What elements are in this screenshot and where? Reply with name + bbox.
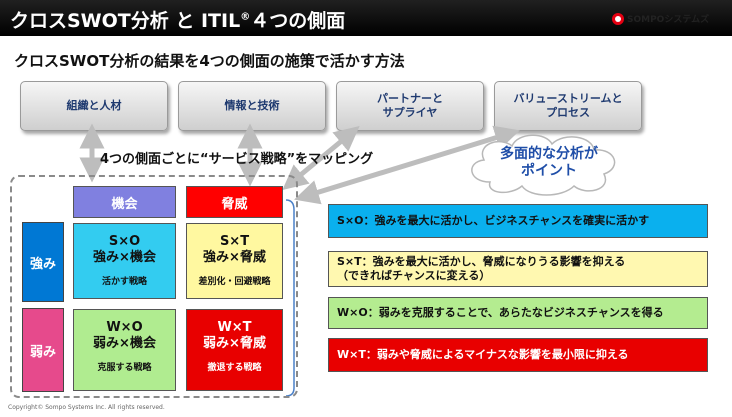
cell-st: S×T 強み×脅威 差別化・回避戦略 <box>186 223 283 299</box>
cell-wt-strategy: 撤退する戦略 <box>207 363 262 373</box>
cloud-callout-text: 多面的な分析が ポイント <box>500 146 598 179</box>
row-header-weakness: 弱み <box>22 308 64 392</box>
cell-wt-name: 弱み×脅威 <box>203 336 266 351</box>
copyright-text: Copyright© Sompo Systems Inc. All rights… <box>8 404 165 411</box>
slide-subtitle: クロスSWOT分析の結果を4つの側面の施策で活かす方法 <box>14 52 405 70</box>
double-arrow-value <box>294 125 520 205</box>
page-title: クロスSWOT分析 と ITIL®４つの側面 <box>10 10 346 32</box>
registered-mark: ® <box>240 11 251 23</box>
aspect-organizations-people: 組織と人材 <box>20 81 168 131</box>
col-header-opportunity: 機会 <box>73 186 176 218</box>
callout-st: S×T：強みを最大に活かし、脅威になりうる影響を抑える （できればチャンスに変え… <box>328 251 708 287</box>
cell-so-strategy: 活かす戦略 <box>101 277 147 287</box>
cell-so: S×O 強み×機会 活かす戦略 <box>73 223 176 299</box>
sompo-logo-icon <box>612 12 624 25</box>
title-bar <box>0 0 732 36</box>
aspect-information-technology: 情報と技術 <box>178 81 326 131</box>
cell-wo-code: W×O <box>106 320 143 335</box>
cell-wo-strategy: 克服する戦略 <box>97 363 152 373</box>
cloud-shape <box>471 134 616 196</box>
callout-wt: W×T：弱みや脅威によるマイナスな影響を最小限に抑える <box>328 338 708 372</box>
aspect-value-streams-processes: バリューストリームと プロセス <box>494 81 642 131</box>
row-header-strength: 強み <box>22 222 64 302</box>
cell-wo-name: 弱み×機会 <box>93 336 156 351</box>
cell-st-strategy: 差別化・回避戦略 <box>198 277 271 287</box>
callout-wo: W×O：弱みを克服することで、あらたなビジネスチャンスを得る <box>328 297 708 329</box>
mapping-label: 4つの側面ごとに“サービス戦略”をマッピング <box>100 152 374 167</box>
cell-wt-code: W×T <box>217 320 252 335</box>
cell-wo: W×O 弱み×機会 克服する戦略 <box>73 309 176 391</box>
cell-st-code: S×T <box>219 234 250 249</box>
logo-text: SOMPOシステムズ <box>627 15 710 25</box>
cell-so-name: 強み×機会 <box>93 250 156 265</box>
aspect-partners-suppliers: パートナーと サプライヤ <box>336 81 484 131</box>
cell-so-code: S×O <box>108 234 141 249</box>
matrix-frame <box>10 175 298 398</box>
callout-so: S×O：強みを最大に活かし、ビジネスチャンスを確実に活かす <box>328 204 708 238</box>
company-logo: SOMPOシステムズ <box>612 12 709 25</box>
col-header-threat: 脅威 <box>186 186 283 218</box>
cell-st-name: 強み×脅威 <box>203 250 266 265</box>
cell-wt: W×T 弱み×脅威 撤退する戦略 <box>186 309 283 391</box>
